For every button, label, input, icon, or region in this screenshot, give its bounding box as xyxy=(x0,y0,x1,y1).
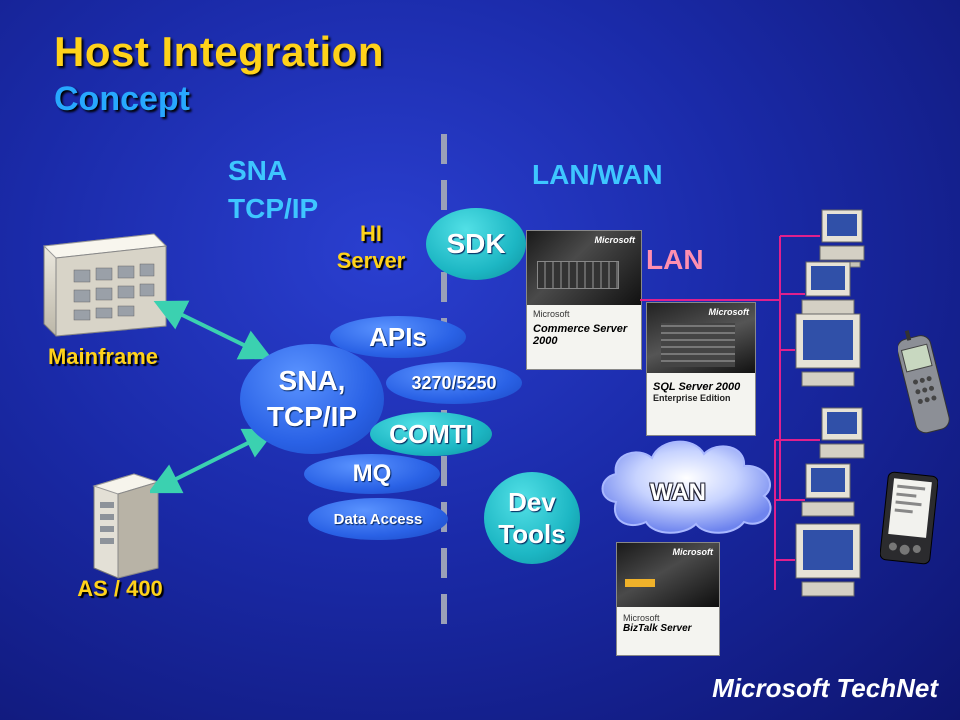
biztalk-line1: Microsoft xyxy=(623,613,660,623)
desktop-computer-icon xyxy=(801,463,855,517)
commerce-line1: Microsoft xyxy=(533,309,570,319)
slide-title: Host Integration xyxy=(54,28,384,75)
sna-tcpip-pill: SNA, TCP/IP xyxy=(240,344,384,454)
sql-server-box: Microsoft SQL Server 2000 Enterprise Edi… xyxy=(646,302,756,436)
sql-line1: SQL Server 2000 xyxy=(653,381,741,393)
tn3270-pill: 3270/5250 xyxy=(386,362,522,404)
desktop-computer-icon xyxy=(819,407,865,459)
mobile-phone-icon xyxy=(898,330,950,434)
sdk-pill: SDK xyxy=(426,208,526,280)
data-access-pill: Data Access xyxy=(308,498,448,540)
microsoft-technet-logo: Microsoft TechNet xyxy=(712,673,938,703)
commerce-server-box: Microsoft Microsoft Commerce Server 2000 xyxy=(526,230,642,370)
desktop-computer-icon xyxy=(801,261,855,315)
pda-device-icon xyxy=(880,471,938,565)
lan-label: LAN xyxy=(646,244,704,275)
dev-tools-pill: Dev Tools xyxy=(484,472,580,564)
mq-pill: MQ xyxy=(304,454,440,494)
apis-pill: APIs xyxy=(330,316,466,358)
slide-subtitle: Concept xyxy=(54,80,190,118)
lan-wan-label: LAN/WAN xyxy=(532,159,663,190)
commerce-brand: Microsoft xyxy=(594,235,636,245)
connection-arrows xyxy=(150,300,277,494)
hi-server-label: HI Server xyxy=(336,221,406,273)
wan-label: WAN xyxy=(650,479,706,506)
wan-cloud-icon xyxy=(601,440,772,534)
as400-label: AS / 400 xyxy=(77,576,163,601)
sna-tcpip-label: SNA TCP/IP xyxy=(228,155,319,224)
commerce-line2: Commerce Server 2000 xyxy=(533,323,628,347)
monitor-computer-icon xyxy=(795,523,861,597)
biztalk-line2: BizTalk Server xyxy=(623,623,692,634)
monitor-computer-icon xyxy=(795,313,861,387)
sql-line2: Enterprise Edition xyxy=(653,393,731,403)
network-topology xyxy=(640,235,820,590)
comti-pill: COMTI xyxy=(370,412,492,456)
mainframe-icon xyxy=(42,233,168,337)
desktop-computer-icon xyxy=(819,209,865,268)
mainframe-label: Mainframe xyxy=(47,344,159,369)
biztalk-brand: Microsoft xyxy=(672,547,714,557)
sql-brand: Microsoft xyxy=(708,307,750,317)
biztalk-server-box: Microsoft Microsoft BizTalk Server xyxy=(616,542,720,656)
as400-server-icon xyxy=(92,473,160,579)
